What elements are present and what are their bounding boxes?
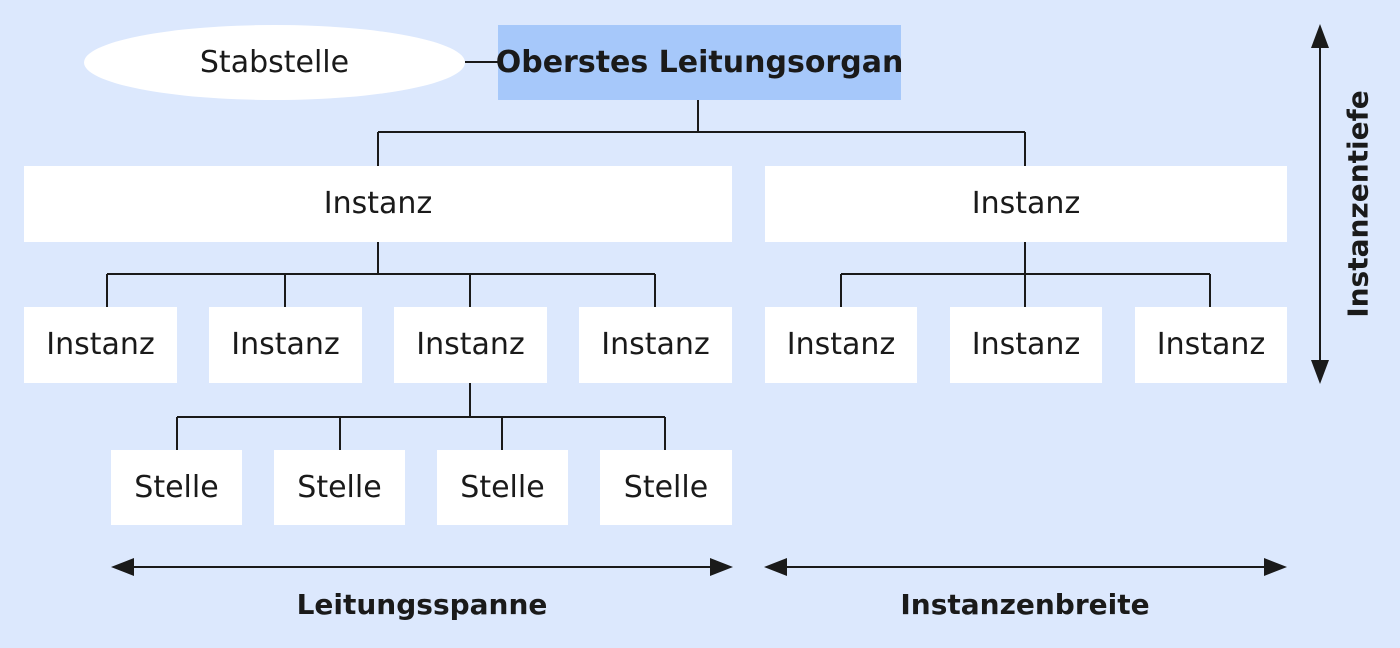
position-label: Stelle [134,469,219,505]
arrow-left-icon [111,558,134,576]
position-box: Stelle [437,450,568,525]
instance-label: Instanz [971,327,1081,362]
instance-level2-box: Instanz [765,307,917,383]
instance-level1-right: Instanz [765,166,1287,242]
arrow-up-icon [1311,24,1329,48]
instanzentiefe-label: Instanzentiefe [1341,90,1375,318]
instance-label: Instanz [971,186,1081,221]
staff-position: Stabstelle [84,25,465,100]
position-label: Stelle [460,469,545,505]
instance-level2-box: Instanz [24,307,177,383]
instance-label: Instanz [601,327,710,362]
instance-level2-box: Instanz [1135,307,1287,383]
instance-level2-box: Instanz [579,307,732,383]
position-box: Stelle [274,450,405,525]
arrow-left-icon [764,558,787,576]
leitungsspanne-label: Leitungsspanne [296,588,548,621]
arrow-right-icon [1264,558,1287,576]
top-management-label: Oberstes Leitungsorgan [495,44,904,80]
instance-label: Instanz [231,327,340,362]
arrow-down-icon [1311,360,1329,384]
instance-level2-box: Instanz [950,307,1102,383]
position-label: Stelle [623,469,709,505]
instance-label: Instanz [786,327,896,362]
instance-label: Instanz [46,327,155,362]
instance-label: Instanz [323,186,433,221]
instanzenbreite-label: Instanzenbreite [900,588,1150,621]
instance-label: Instanz [1156,327,1266,362]
instance-level2-box: Instanz [209,307,362,383]
instance-level1-left: Instanz [24,166,732,242]
instance-label: Instanz [416,327,525,362]
position-label: Stelle [297,469,382,505]
instance-level2-box: Instanz [394,307,547,383]
staff-label: Stabstelle [199,45,350,80]
arrow-right-icon [710,558,733,576]
top-management-box: Oberstes Leitungsorgan [495,25,904,100]
position-box: Stelle [111,450,242,525]
position-box: Stelle [600,450,732,525]
